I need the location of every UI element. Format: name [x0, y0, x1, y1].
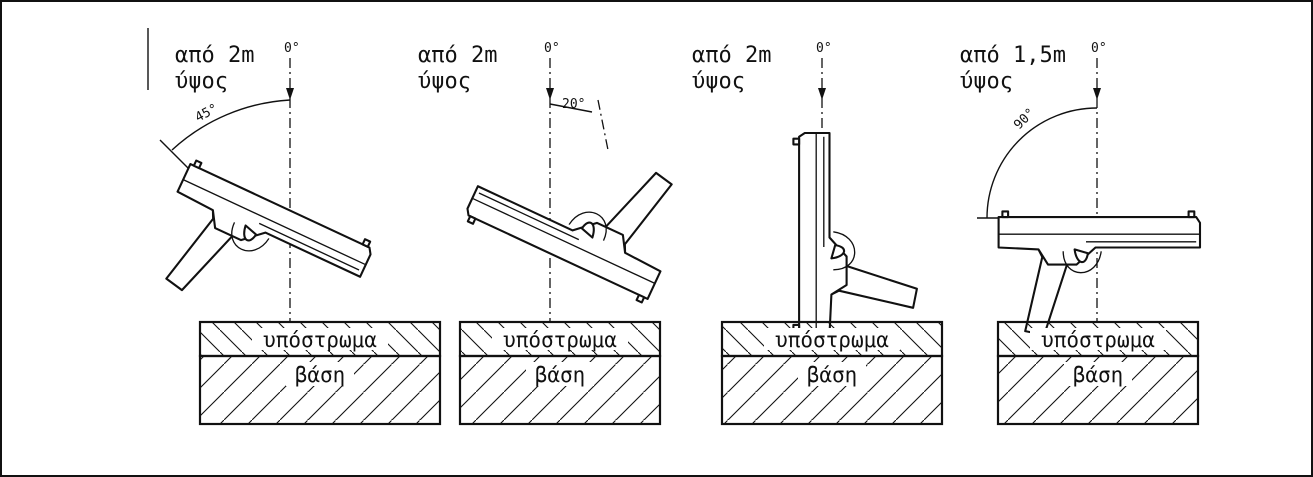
drop-height-label: από 1,5m: [960, 43, 1066, 68]
base-label: βάση: [1073, 363, 1124, 387]
tilt-angle-label: 45°: [193, 101, 221, 125]
drop-height-label: από 2m: [418, 43, 497, 68]
height-word-label: ύψος: [175, 69, 228, 94]
zero-angle-label: 0°: [1091, 41, 1107, 56]
angle-arc: [549, 103, 593, 113]
angle-arc: [171, 99, 291, 151]
substrate-label: υπόστρωμα: [775, 328, 889, 352]
height-word-label: ύψος: [418, 69, 471, 94]
base-label: βάση: [295, 363, 346, 387]
pistol-icon: [997, 210, 1202, 336]
substrate-label: υπόστρωμα: [263, 328, 377, 352]
tilt-angle-label: 90°: [1011, 106, 1038, 133]
drop-direction-arrow-icon: [546, 88, 554, 100]
tilt-angle-label: 20°: [562, 97, 585, 112]
zero-angle-label: 0°: [284, 41, 300, 56]
zero-angle-label: 0°: [816, 41, 832, 56]
drop-direction-arrow-icon: [1093, 88, 1101, 100]
substrate-label: υπόστρωμα: [503, 328, 617, 352]
zero-angle-label: 0°: [544, 41, 560, 56]
height-word-label: ύψος: [692, 69, 745, 94]
drop-direction-arrow-icon: [286, 88, 294, 100]
base-label: βάση: [807, 363, 858, 387]
drop-height-label: από 2m: [175, 43, 254, 68]
base-block: [720, 354, 944, 426]
base-label: βάση: [535, 363, 586, 387]
angle-arc: [986, 107, 1098, 219]
pistol-icon: [461, 105, 699, 306]
substrate-label: υπόστρωμα: [1041, 328, 1155, 352]
drop-height-label: από 2m: [692, 43, 771, 68]
height-word-label: ύψος: [960, 69, 1013, 94]
pistol-icon: [792, 131, 918, 336]
drop-direction-arrow-icon: [818, 88, 826, 100]
